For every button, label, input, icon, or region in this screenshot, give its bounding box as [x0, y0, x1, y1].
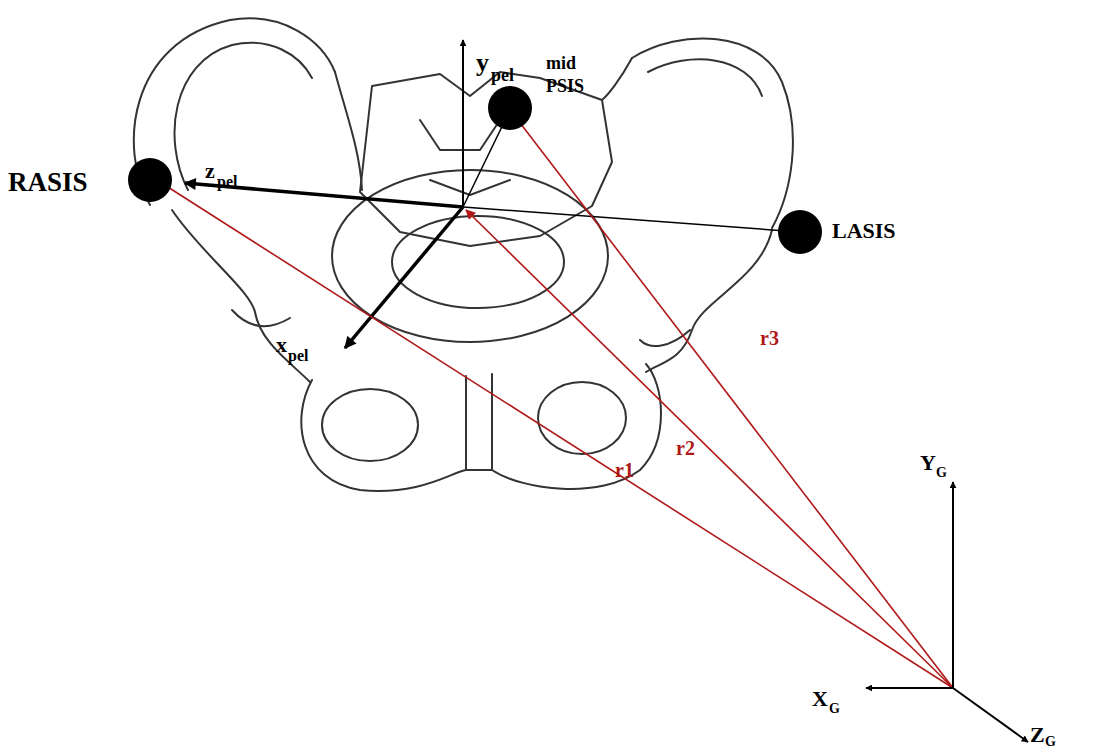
axis-letter: z — [205, 160, 215, 182]
global-x-axis — [866, 687, 953, 689]
global-y-axis — [952, 482, 954, 688]
axis-subscript: G — [936, 466, 947, 480]
axis-subscript: pel — [491, 66, 514, 84]
axis-letter: y — [476, 50, 489, 76]
axis-subscript: G — [829, 702, 840, 716]
marker-name: RASIS — [8, 169, 88, 196]
vector-label: r3 — [760, 328, 779, 348]
rasis-marker — [128, 158, 172, 202]
marker-name: mid PSIS — [546, 52, 602, 97]
axis-letter: X — [812, 688, 828, 710]
lasis-marker — [778, 210, 822, 254]
axis-subscript: G — [1045, 735, 1056, 749]
psis-marker — [488, 86, 532, 130]
vector-label: r1 — [615, 460, 634, 480]
axis-letter: Y — [920, 452, 936, 474]
x-axis — [345, 207, 463, 348]
asis-line — [463, 207, 800, 232]
axis-subscript: pel — [288, 348, 308, 364]
vector-label: r2 — [676, 438, 695, 458]
marker-name: LASIS — [832, 220, 896, 242]
y-axis — [462, 40, 464, 207]
axis-letter: Z — [1030, 724, 1045, 746]
axis-subscript: pel — [217, 174, 237, 190]
vector-r2 — [466, 210, 953, 688]
global-z-axis — [953, 688, 1028, 742]
vector-r1 — [160, 182, 953, 688]
vector-r3 — [514, 115, 953, 688]
axis-letter: x — [276, 334, 287, 356]
bone-outline — [134, 18, 793, 491]
